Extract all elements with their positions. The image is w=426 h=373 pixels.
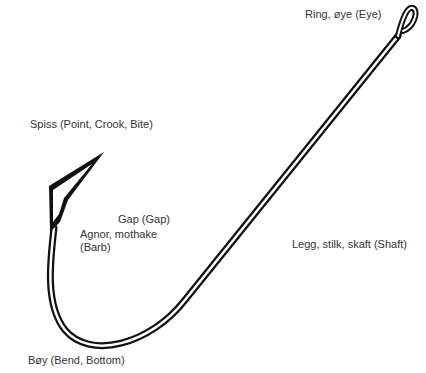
part-label: Gap (Gap) [118, 213, 170, 226]
hook-point-inner [53, 164, 92, 222]
part-label: Bøy (Bend, Bottom) [28, 354, 125, 367]
hook-body-outline [50, 36, 398, 346]
hook-eye-inner [398, 8, 416, 36]
hook-body-inner [50, 36, 398, 346]
part-label: Spiss (Point, Crook, Bite) [30, 118, 153, 131]
part-label: Agnor, mothake (Barb) [80, 228, 162, 254]
hook-eye-outline [398, 8, 416, 36]
hook-point-barb [49, 152, 104, 232]
part-label: Ring, øye (Eye) [305, 8, 381, 21]
part-label: Legg, stilk, skaft (Shaft) [292, 238, 407, 251]
